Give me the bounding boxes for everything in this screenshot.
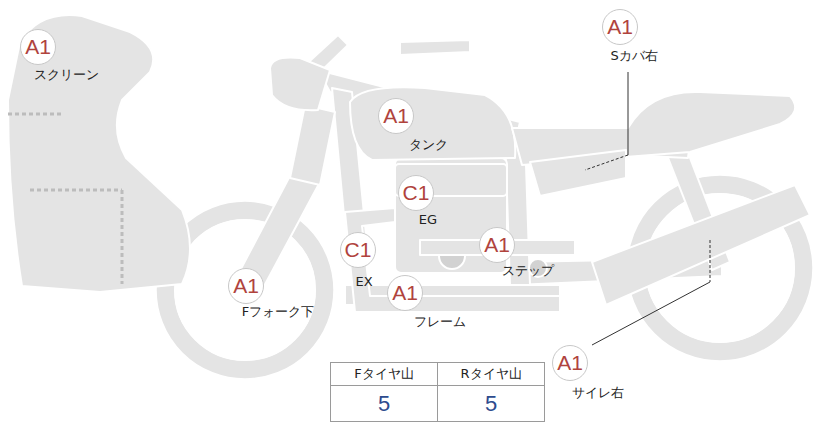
part-name: EX [355,274,372,289]
part-name: スクリーン [34,66,99,84]
part-name: EG [419,212,437,227]
part-name: Sカバ右 [610,47,657,65]
part-name: タンク [409,136,448,154]
table-header: Rタイヤ山 [460,365,521,383]
callout-number: A1 [20,29,56,65]
table-cell: 5 [437,385,545,422]
table-cell: 5 [330,385,438,422]
table-header: Fタイヤ山 [354,365,413,383]
callout-number: C1 [340,232,376,268]
callout-number: A1 [378,98,414,134]
table-cell: Rタイヤ山 [437,362,545,386]
table-value: 5 [378,391,390,417]
callout-number: A1 [602,9,638,45]
part-name: ステップ [502,262,554,280]
callout-number: A1 [552,345,588,381]
callout-number: A1 [479,227,515,263]
callout-number: A1 [387,275,423,311]
callout-number: A1 [228,268,264,304]
callout-number: C1 [398,175,434,211]
table-value: 5 [485,391,497,417]
part-name: Fフォーク下 [242,303,314,321]
part-name: サイレ右 [572,384,624,402]
part-name: フレーム [414,313,466,331]
table-cell: Fタイヤ山 [330,362,438,386]
